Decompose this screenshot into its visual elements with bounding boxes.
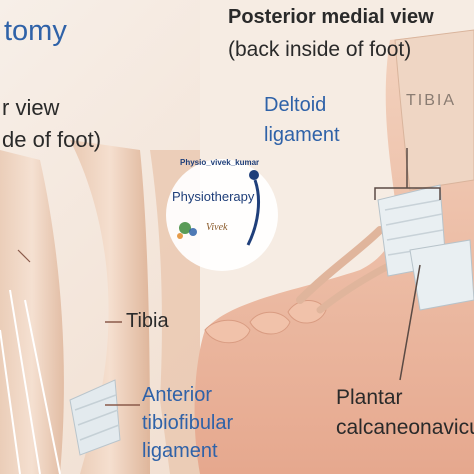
watermark bbox=[166, 159, 278, 271]
deltoid-label-line1: Deltoid bbox=[264, 94, 327, 116]
plantar-label-line1: Plantar bbox=[336, 386, 403, 409]
left-view-line2: de of foot) bbox=[2, 127, 102, 152]
left-view-line1: r view bbox=[2, 95, 60, 120]
anterior-label-line1: Anterior bbox=[142, 384, 213, 406]
watermark-signature: Vivek bbox=[206, 222, 228, 233]
anterior-label-line3: ligament bbox=[142, 440, 218, 462]
watermark-brand: Physiotherapy bbox=[172, 189, 255, 204]
deltoid-label-line2: ligament bbox=[264, 124, 340, 146]
tibia-caps-label: TIBIA bbox=[406, 92, 457, 109]
right-view-subtitle: (back inside of foot) bbox=[228, 38, 412, 61]
tibia-label: Tibia bbox=[126, 310, 169, 332]
left-title-fragment: tomy bbox=[4, 15, 67, 47]
right-view-title: Posterior medial view bbox=[228, 6, 434, 28]
anterior-label-line2: tibiofibular bbox=[142, 412, 234, 434]
watermark-handle: Physio_vivek_kumar bbox=[180, 158, 260, 167]
right-foot bbox=[194, 29, 474, 474]
plantar-label-line2: calcaneonavicu bbox=[336, 416, 474, 439]
left-leg-bones bbox=[0, 140, 200, 474]
